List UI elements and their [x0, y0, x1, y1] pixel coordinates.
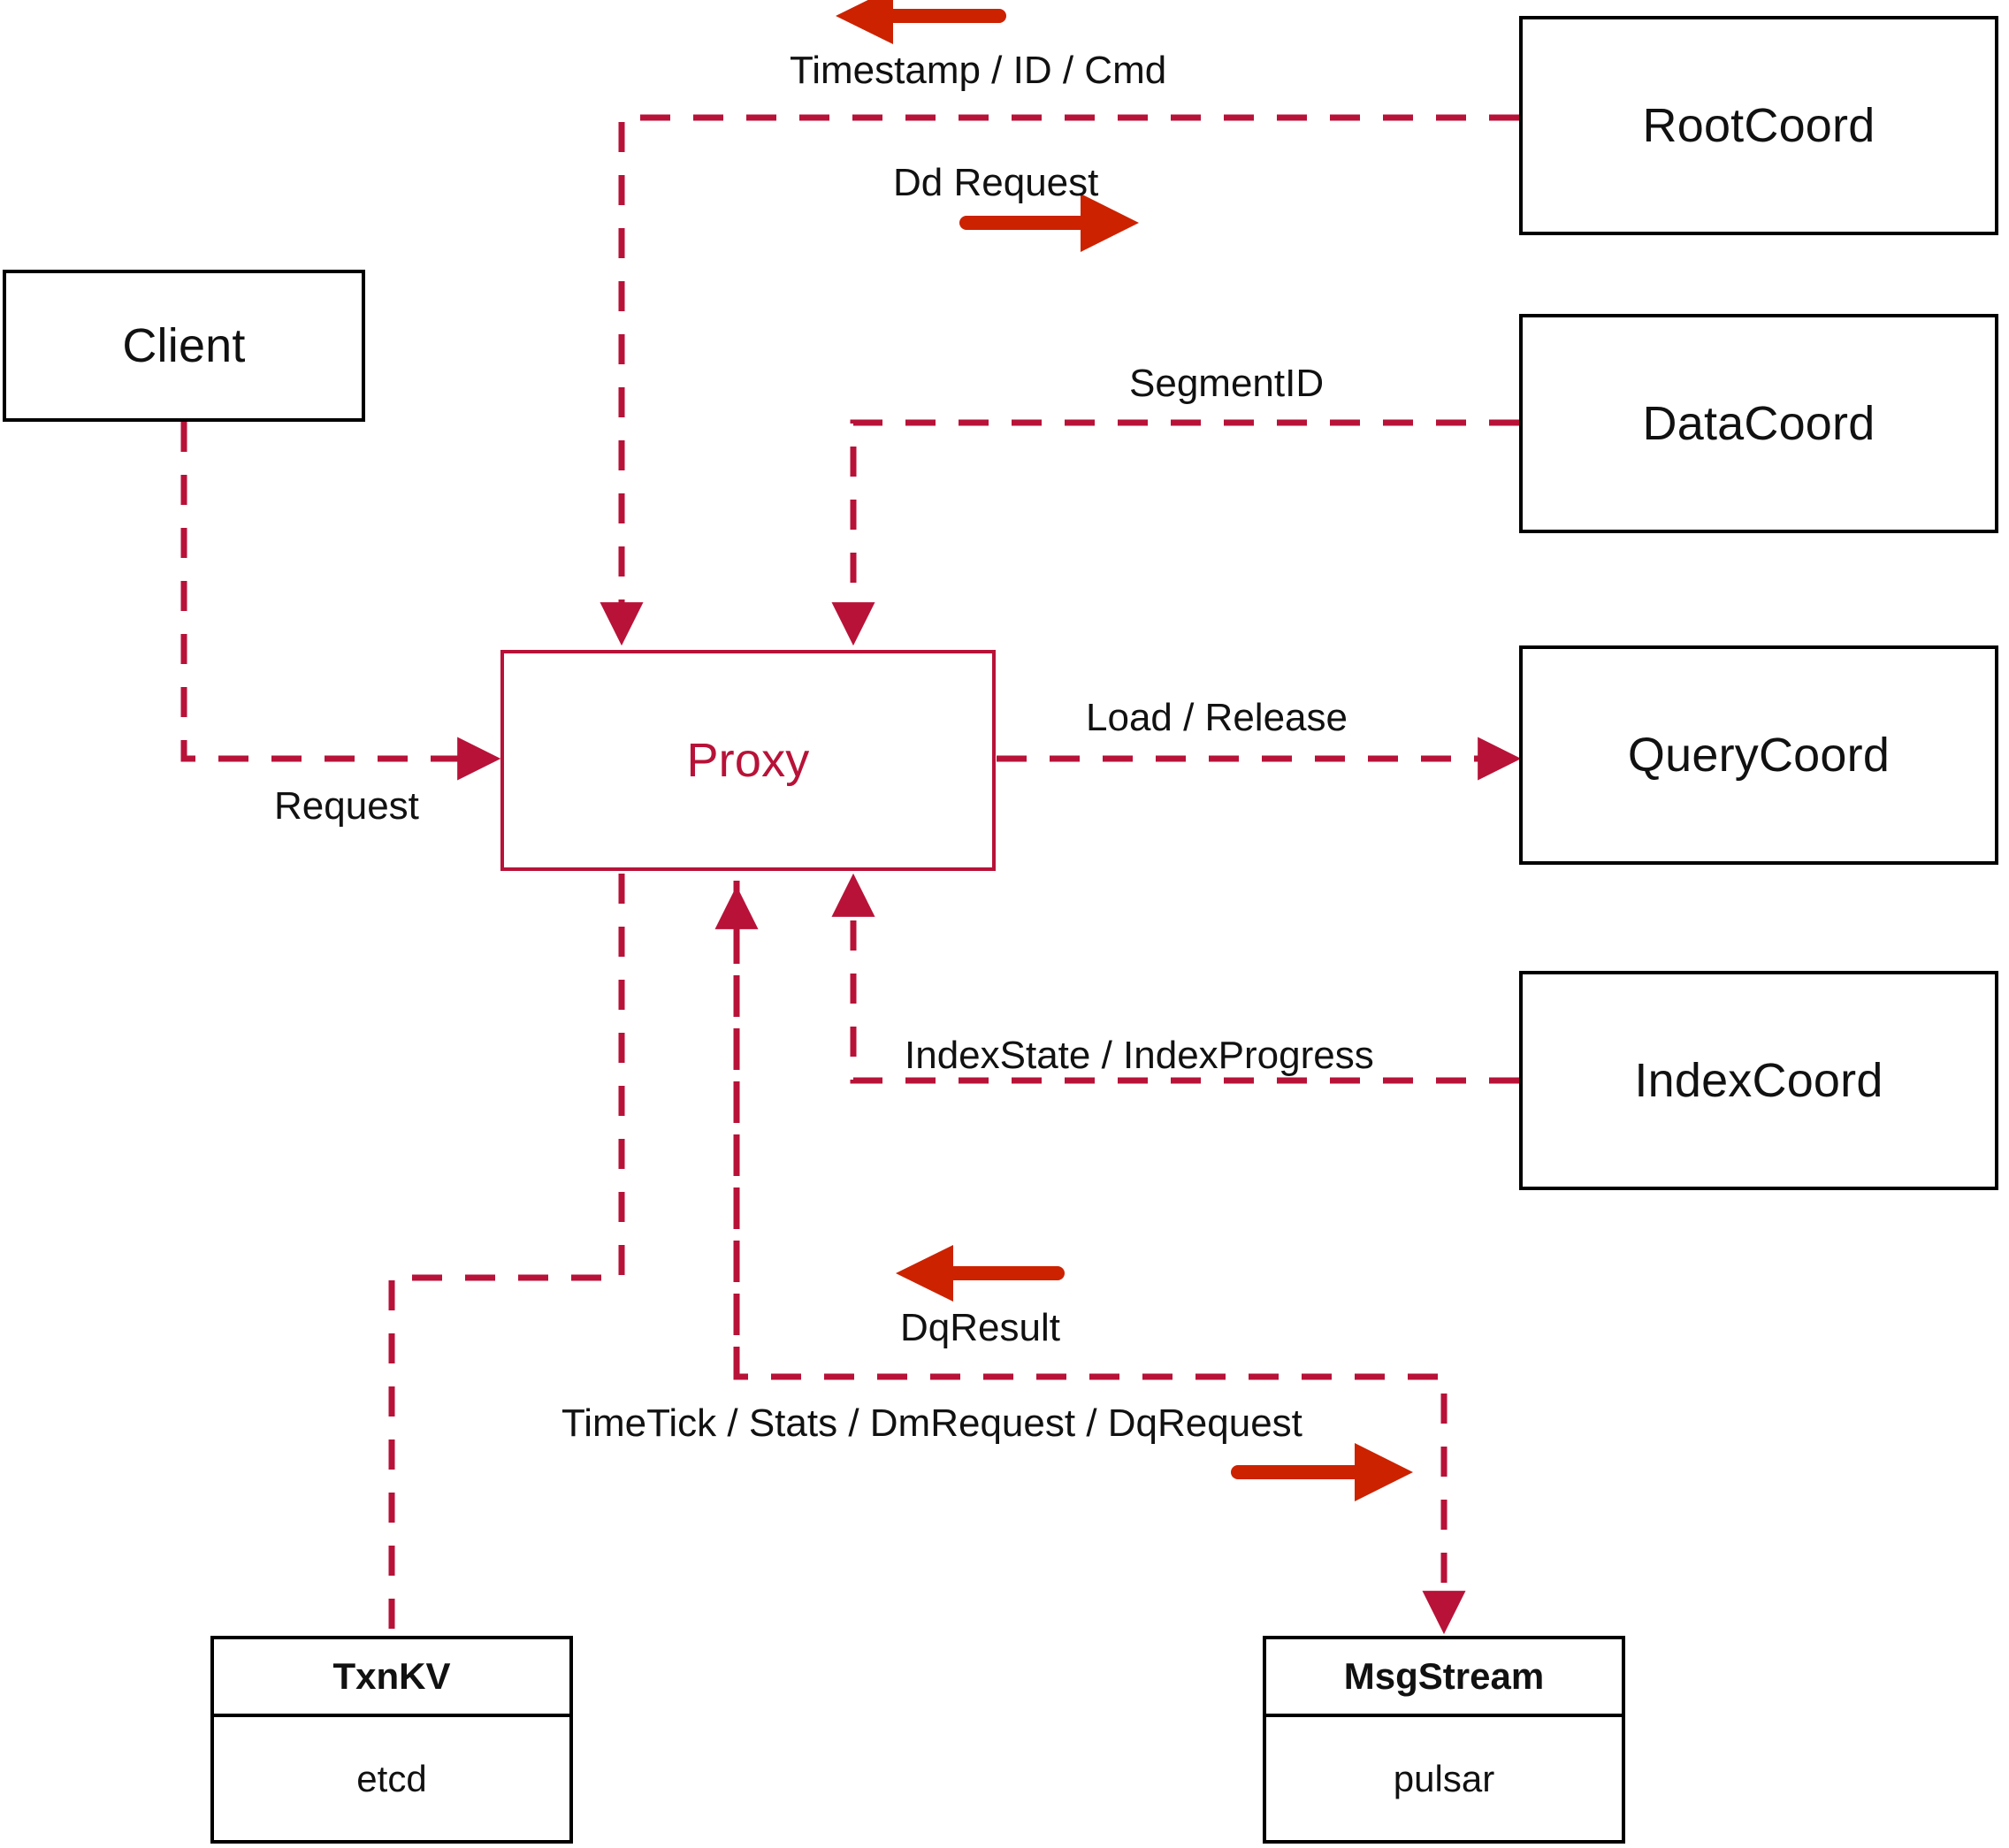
store-txnkv-title: TxnKV [332, 1655, 451, 1697]
emphasis-arrow-timestamp [836, 0, 1006, 44]
store-msgstream-body: pulsar [1266, 1717, 1622, 1840]
node-datacoord-label: DataCoord [1642, 397, 1875, 450]
store-txnkv-body: etcd [214, 1717, 569, 1840]
node-querycoord-label: QueryCoord [1627, 729, 1891, 782]
edge-proxy-msgstream [714, 881, 1466, 1635]
store-msgstream-title: MsgStream [1343, 1655, 1545, 1697]
node-rootcoord[interactable]: RootCoord [1519, 16, 1998, 235]
node-querycoord[interactable]: QueryCoord [1519, 645, 1998, 865]
edge-label-index-state-progress: IndexState / IndexProgress [905, 1034, 1374, 1077]
store-txnkv[interactable]: TxnKV etcd [210, 1636, 573, 1844]
edge-label-dq-result: DqResult [900, 1306, 1060, 1349]
edge-client-proxy [180, 422, 501, 781]
store-txnkv-impl: etcd [356, 1757, 427, 1799]
node-proxy[interactable]: Proxy [500, 650, 996, 871]
node-indexcoord-label: IndexCoord [1634, 1054, 1883, 1107]
node-client[interactable]: Client [3, 270, 365, 422]
node-client-label: Client [122, 319, 246, 372]
edge-label-timestamp-id-cmd: Timestamp / ID / Cmd [790, 49, 1167, 92]
node-datacoord[interactable]: DataCoord [1519, 314, 1998, 533]
edge-label-segment-id: SegmentID [1129, 362, 1325, 405]
edge-datacoord-proxy [831, 419, 1519, 646]
edge-proxy-txnkv [388, 874, 625, 1636]
store-txnkv-header: TxnKV [214, 1639, 569, 1717]
edge-label-timetick-stats: TimeTick / Stats / DmRequest / DqRequest [561, 1401, 1302, 1445]
node-proxy-label: Proxy [686, 734, 810, 787]
store-msgstream-header: MsgStream [1266, 1639, 1622, 1717]
edge-label-load-release: Load / Release [1086, 696, 1348, 739]
edge-label-request: Request [274, 784, 419, 828]
store-msgstream[interactable]: MsgStream pulsar [1263, 1636, 1625, 1844]
emphasis-arrow-dqresult [896, 1245, 1065, 1302]
store-msgstream-impl: pulsar [1393, 1757, 1495, 1799]
edge-label-dd-request: Dd Request [893, 161, 1099, 204]
node-rootcoord-label: RootCoord [1642, 99, 1875, 152]
node-indexcoord[interactable]: IndexCoord [1519, 971, 1998, 1190]
emphasis-arrow-timetick [1231, 1443, 1413, 1501]
